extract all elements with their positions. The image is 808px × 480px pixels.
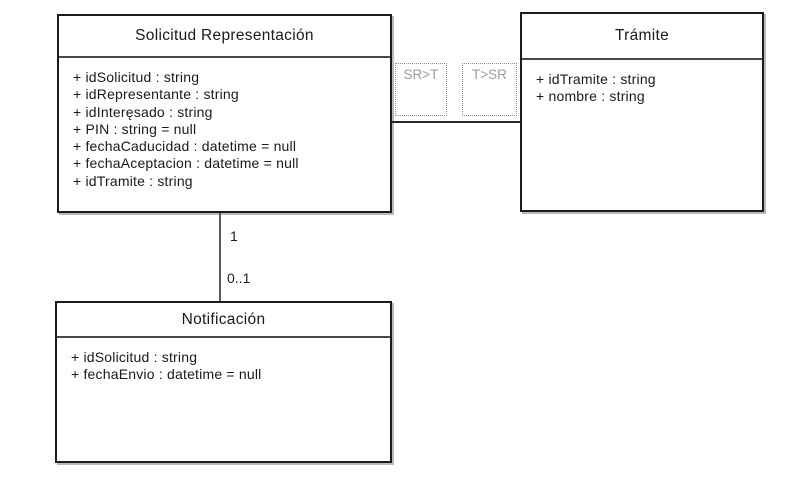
class-title: Solicitud Representación [59, 16, 390, 58]
class-attribute: + idSolicitud : string [71, 349, 198, 365]
multiplicity-one: 1 [230, 228, 238, 244]
multiplicity-zero-or-one: 0..1 [227, 270, 251, 286]
class-attributes: + idSolicitud : string + idRepresentante… [59, 58, 390, 190]
association-line-solicitud-notificacion[interactable] [219, 213, 221, 301]
class-attribute: + nombre : string [536, 88, 645, 105]
association-label-sr-t[interactable]: SR>T [395, 63, 447, 116]
class-attribute: + idTramite : string [73, 172, 193, 189]
class-attributes: + idTramite : string + nombre : string [522, 60, 762, 106]
class-attribute: + idInteręsado : string [73, 103, 213, 120]
association-label-t-sr[interactable]: T>SR [462, 63, 517, 116]
association-line-solicitud-tramite[interactable] [392, 121, 520, 123]
class-solicitud-representacion[interactable]: Solicitud Representación + idSolicitud :… [57, 14, 392, 213]
class-attribute: + idSolicitud : string [73, 69, 200, 85]
class-attribute: + idRepresentante : string [73, 86, 239, 103]
class-notificacion[interactable]: Notificación + idSolicitud : string + fe… [55, 301, 392, 463]
class-attribute: + fechaCaducidad : datetime = null [73, 138, 297, 155]
class-title: Notificación [57, 303, 390, 338]
class-title: Trámite [522, 14, 762, 60]
class-attribute: + fechaAceptacion : datetime = null [73, 155, 299, 172]
class-attribute: + idTramite : string [536, 71, 656, 87]
class-attribute: + fechaEnvio : datetime = null [71, 366, 262, 383]
class-attributes: + idSolicitud : string + fechaEnvio : da… [57, 338, 390, 384]
class-tramite[interactable]: Trámite + idTramite : string + nombre : … [520, 12, 764, 212]
class-attribute: + PIN : string = null [73, 120, 197, 137]
